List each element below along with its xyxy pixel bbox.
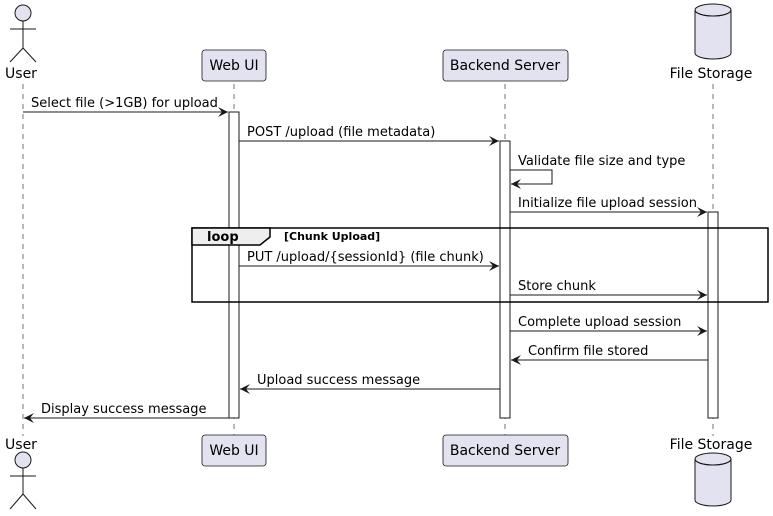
participant-label: File Storage [670,437,753,453]
message-label: Store chunk [518,279,596,294]
message-label: Upload success message [257,373,420,388]
message-label: PUT /upload/{sessionId} (file chunk) [247,250,484,265]
loop-fragment: loop [Chunk Upload] [191,227,769,303]
participant-label: File Storage [670,66,753,82]
participant-label: Backend Server [450,443,560,459]
activation-bars [228,111,719,419]
participant-web-ui-bottom: Web UI [201,434,267,467]
message-label: Complete upload session [518,315,681,330]
participant-label: Web UI [209,58,258,74]
loop-frame [191,227,769,303]
self-message-arrow [510,169,553,189]
actor-icon [9,451,37,510]
message-label: Initialize file upload session [518,196,697,211]
message-label: Confirm file stored [528,344,648,359]
participant-backend-server-bottom: Backend Server [442,434,569,467]
participant-web-ui-top: Web UI [201,49,267,82]
activation-web-ui [228,111,240,419]
messages: Select file (>1GB) for upload POST /uplo… [23,96,708,423]
loop-keyword: loop [207,230,239,245]
participant-label: User [5,437,37,453]
message-label: Select file (>1GB) for upload [31,96,218,111]
participant-label: Backend Server [450,58,560,74]
participant-user-top: User [5,4,37,82]
message-label: Validate file size and type [518,154,685,169]
participant-user-bottom: User [5,437,37,510]
participant-label: Web UI [209,443,258,459]
activation-file-storage [707,211,719,419]
loop-condition: [Chunk Upload] [284,230,380,243]
database-icon [694,3,732,60]
participant-label: User [5,66,37,82]
database-icon [694,452,732,507]
participant-file-storage-bottom: File Storage [670,437,753,507]
loop-header-tab [191,227,271,246]
participant-file-storage-top: File Storage [670,3,753,82]
actor-icon [9,4,37,63]
message-label: Display success message [41,402,206,417]
activation-backend-server [499,140,511,419]
message-label: POST /upload (file metadata) [247,125,435,140]
participant-backend-server-top: Backend Server [442,49,569,82]
